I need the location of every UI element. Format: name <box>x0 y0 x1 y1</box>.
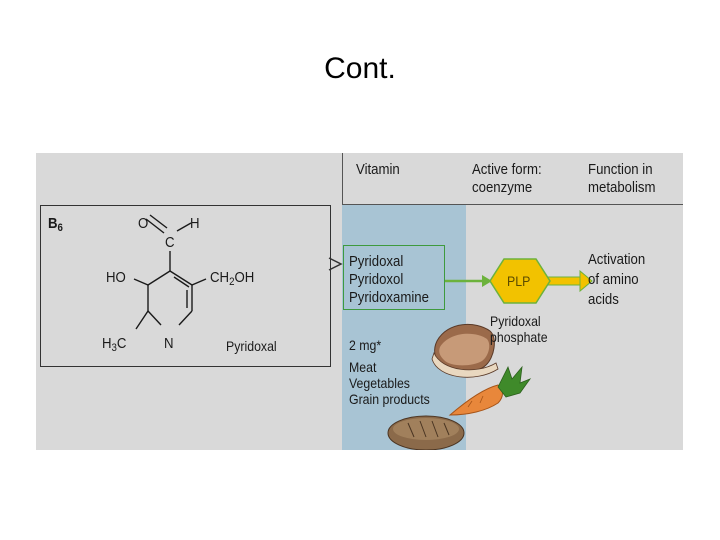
atom-h3c: H3C <box>102 335 127 354</box>
vitamin-forms-box <box>343 245 445 310</box>
atom-o: O <box>138 215 149 232</box>
diagram-graphics <box>133 214 593 450</box>
function-line2: of amino <box>588 271 639 288</box>
source-2: Vegetables <box>349 375 410 391</box>
compound-name: Pyridoxal <box>226 338 277 354</box>
header-active-form-line2: coenzyme <box>472 179 533 196</box>
plp-pathway <box>444 258 593 304</box>
slide-title: Cont. <box>324 52 396 85</box>
coenzyme-name-line1: Pyridoxal <box>490 313 541 329</box>
atom-ho: HO <box>106 269 126 286</box>
header-divider-vertical <box>342 153 343 205</box>
header-function-line1: Function in <box>588 161 653 178</box>
pointer-chevron <box>328 257 343 271</box>
plp-label: PLP <box>507 273 531 289</box>
daily-requirement: 2 mg* <box>349 337 382 353</box>
atom-h: H <box>190 215 200 232</box>
vitamin-to-plp-arrowhead <box>482 275 492 287</box>
bread-illustration <box>387 415 465 450</box>
pyridoxal-structure <box>133 214 207 330</box>
atom-c: C <box>165 234 175 251</box>
header-function-line2: metabolism <box>588 179 656 196</box>
vitamin-form-1: Pyridoxal <box>349 253 404 270</box>
atom-ch2oh: CH2OH <box>210 269 255 288</box>
header-active-form-line1: Active form: <box>472 161 542 178</box>
meat-illustration <box>431 323 499 378</box>
carrot-illustration <box>448 365 532 416</box>
function-line3: acids <box>588 291 619 308</box>
header-divider <box>342 204 683 205</box>
vitamin-label: B6 <box>48 215 63 234</box>
atom-n: N <box>164 335 174 352</box>
plp-hexagon <box>489 258 551 304</box>
coenzyme-name-line2: phosphate <box>490 329 548 345</box>
structure-box <box>40 205 331 367</box>
header-vitamin: Vitamin <box>356 161 400 178</box>
source-1: Meat <box>349 359 377 375</box>
source-3: Grain products <box>349 391 430 407</box>
plp-to-function-arrowhead <box>579 269 593 293</box>
function-line1: Activation <box>588 251 646 268</box>
vitamin-form-3: Pyridoxamine <box>349 289 429 306</box>
vitamin-form-2: Pyridoxol <box>349 271 404 288</box>
plp-to-function-arrow-shaft <box>545 276 581 286</box>
vitamin-b6-figure: Vitamin Active form: coenzyme Function i… <box>36 153 683 450</box>
